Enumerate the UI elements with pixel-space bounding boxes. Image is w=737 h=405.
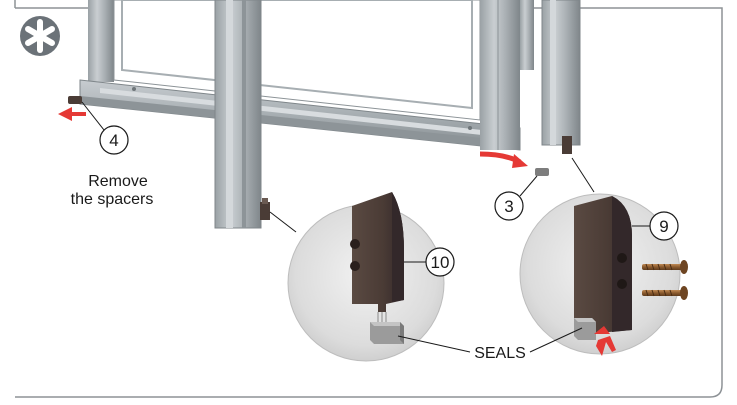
screw-icon <box>642 286 688 300</box>
callout-9-label: 9 <box>659 217 668 236</box>
bracket-part-10 <box>350 192 404 322</box>
seals-label: SEALS <box>474 345 526 362</box>
window-frame-assembly <box>68 0 581 229</box>
callout-10: 10 <box>404 247 455 277</box>
zoom-detail-left <box>287 192 445 362</box>
bracket-part-9 <box>574 196 632 334</box>
seals-callout: SEALS <box>397 327 583 362</box>
instruction-line-2: the spacers <box>71 191 154 208</box>
screw-icon <box>642 260 688 274</box>
panel-border <box>15 7 723 398</box>
callout-10-label: 10 <box>431 253 450 272</box>
callout-3: 3 <box>494 175 538 221</box>
seal-block-right <box>574 318 596 340</box>
seal-block-left <box>370 322 404 344</box>
asterisk-star-icon <box>20 16 60 56</box>
zoom-detail-right <box>519 193 688 356</box>
zoom-leader-right <box>571 157 595 193</box>
instruction-line-1: Remove <box>88 173 148 190</box>
remove-left-arrow-icon <box>58 107 86 121</box>
zoom-leader-left <box>269 211 297 233</box>
curved-arrow-icon <box>479 151 528 168</box>
callout-9: 9 <box>632 211 679 241</box>
callout-4: 4 <box>81 101 129 155</box>
callout-3-label: 3 <box>504 197 513 216</box>
callout-4-label: 4 <box>109 131 118 150</box>
push-up-arrow-icon <box>594 326 616 356</box>
